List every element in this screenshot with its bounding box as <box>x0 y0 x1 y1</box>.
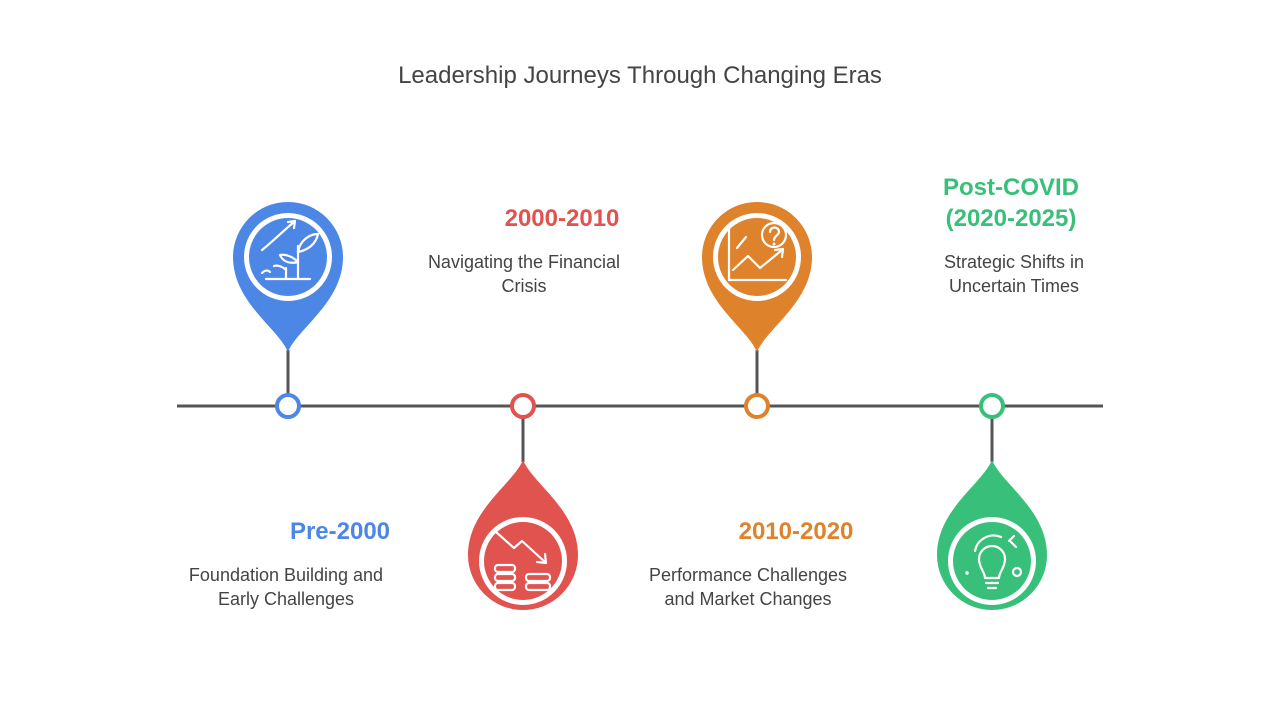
era-description-line: Performance Challenges <box>648 565 848 585</box>
era-title-2000-2010: 2000-2010 <box>504 205 620 232</box>
timeline-node-2010-2020 <box>744 393 770 419</box>
era-title-pre2000: Pre-2000 <box>289 518 391 545</box>
page-title: Leadership Journeys Through Changing Era… <box>398 62 882 89</box>
timeline-node-2000-2010 <box>510 393 536 419</box>
era-title-post-covid: Post-COVID (2020-2025) <box>911 172 1111 234</box>
era-description-2000-2010: Navigating the Financial Crisis <box>388 250 660 298</box>
era-description-pre2000: Foundation Building and Early Challenges <box>150 563 422 611</box>
era-title-line: (2020-2025) <box>945 205 1077 232</box>
chart-question-icon <box>727 221 788 282</box>
era-title-2010-2020: 2010-2020 <box>738 518 854 545</box>
pin-pre2000 <box>233 202 343 352</box>
pin-post-covid <box>937 460 1047 610</box>
timeline-node-pre2000 <box>275 393 301 419</box>
era-description-line: Early Challenges <box>217 589 355 609</box>
era-description-line: Strategic Shifts in <box>943 252 1085 272</box>
era-description-line: Uncertain Times <box>948 276 1080 296</box>
era-description-2010-2020: Performance Challenges and Market Change… <box>612 563 884 611</box>
era-description-post-covid: Strategic Shifts in Uncertain Times <box>878 250 1150 298</box>
era-description-line: Crisis <box>501 276 547 296</box>
pin-2000-2010 <box>468 460 578 610</box>
era-title-line: Post-COVID <box>942 174 1079 201</box>
era-description-line: and Market Changes <box>664 589 832 609</box>
lightbulb-idea-icon <box>973 534 1023 590</box>
growth-plant-icon <box>260 219 320 281</box>
declining-coins-icon <box>493 530 552 592</box>
timeline-node-post-covid <box>979 393 1005 419</box>
era-description-line: Foundation Building and <box>188 565 384 585</box>
era-description-line: Navigating the Financial <box>427 252 621 272</box>
pin-2010-2020 <box>702 202 812 352</box>
